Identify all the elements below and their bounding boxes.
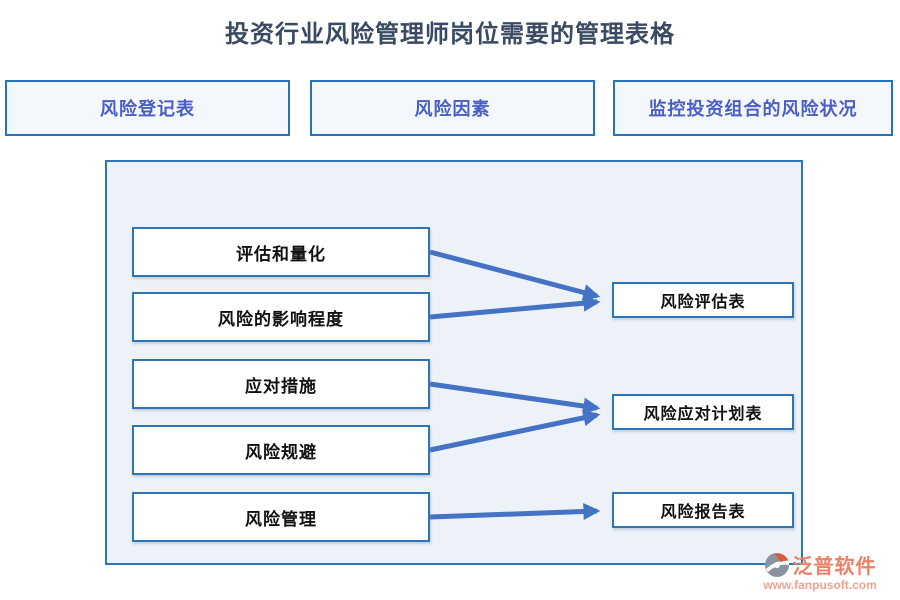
flow-diagram-panel: 评估和量化 风险的影响程度 应对措施 风险规避 风险管理 风险评估表 风险应对计… — [105, 160, 803, 565]
arrow-measures-to-plan — [429, 381, 601, 415]
button-monitor-portfolio-risk[interactable]: 监控投资组合的风险状况 — [613, 80, 893, 136]
target-box-risk-evaluation-table: 风险评估表 — [612, 282, 794, 318]
source-box-assess-quantify: 评估和量化 — [132, 227, 430, 277]
arrow-layer — [429, 249, 601, 520]
source-box-risk-impact: 风险的影响程度 — [132, 292, 430, 342]
target-box-risk-report-table: 风险报告表 — [612, 492, 794, 528]
page-title: 投资行业风险管理师岗位需要的管理表格 — [225, 22, 675, 48]
source-box-risk-management: 风险管理 — [132, 492, 430, 542]
vendor-logo-name: 泛普软件 — [792, 556, 877, 578]
arrow-assess-to-evaluation — [429, 249, 601, 301]
source-box-risk-avoidance: 风险规避 — [132, 425, 430, 475]
arrow-avoidance-to-plan — [429, 409, 601, 453]
vendor-logo[interactable]: 泛普软件 www.fanpusoft.com — [745, 550, 895, 592]
arrow-impact-to-evaluation — [429, 294, 601, 320]
target-box-risk-response-plan-table: 风险应对计划表 — [612, 394, 794, 430]
fanpu-logo-icon — [764, 552, 789, 577]
vendor-logo-url: www.fanpusoft.com — [763, 578, 877, 592]
button-risk-factors[interactable]: 风险因素 — [310, 80, 595, 136]
arrow-management-to-report — [429, 502, 601, 520]
button-risk-register[interactable]: 风险登记表 — [5, 80, 290, 136]
source-box-response-measures: 应对措施 — [132, 359, 430, 409]
